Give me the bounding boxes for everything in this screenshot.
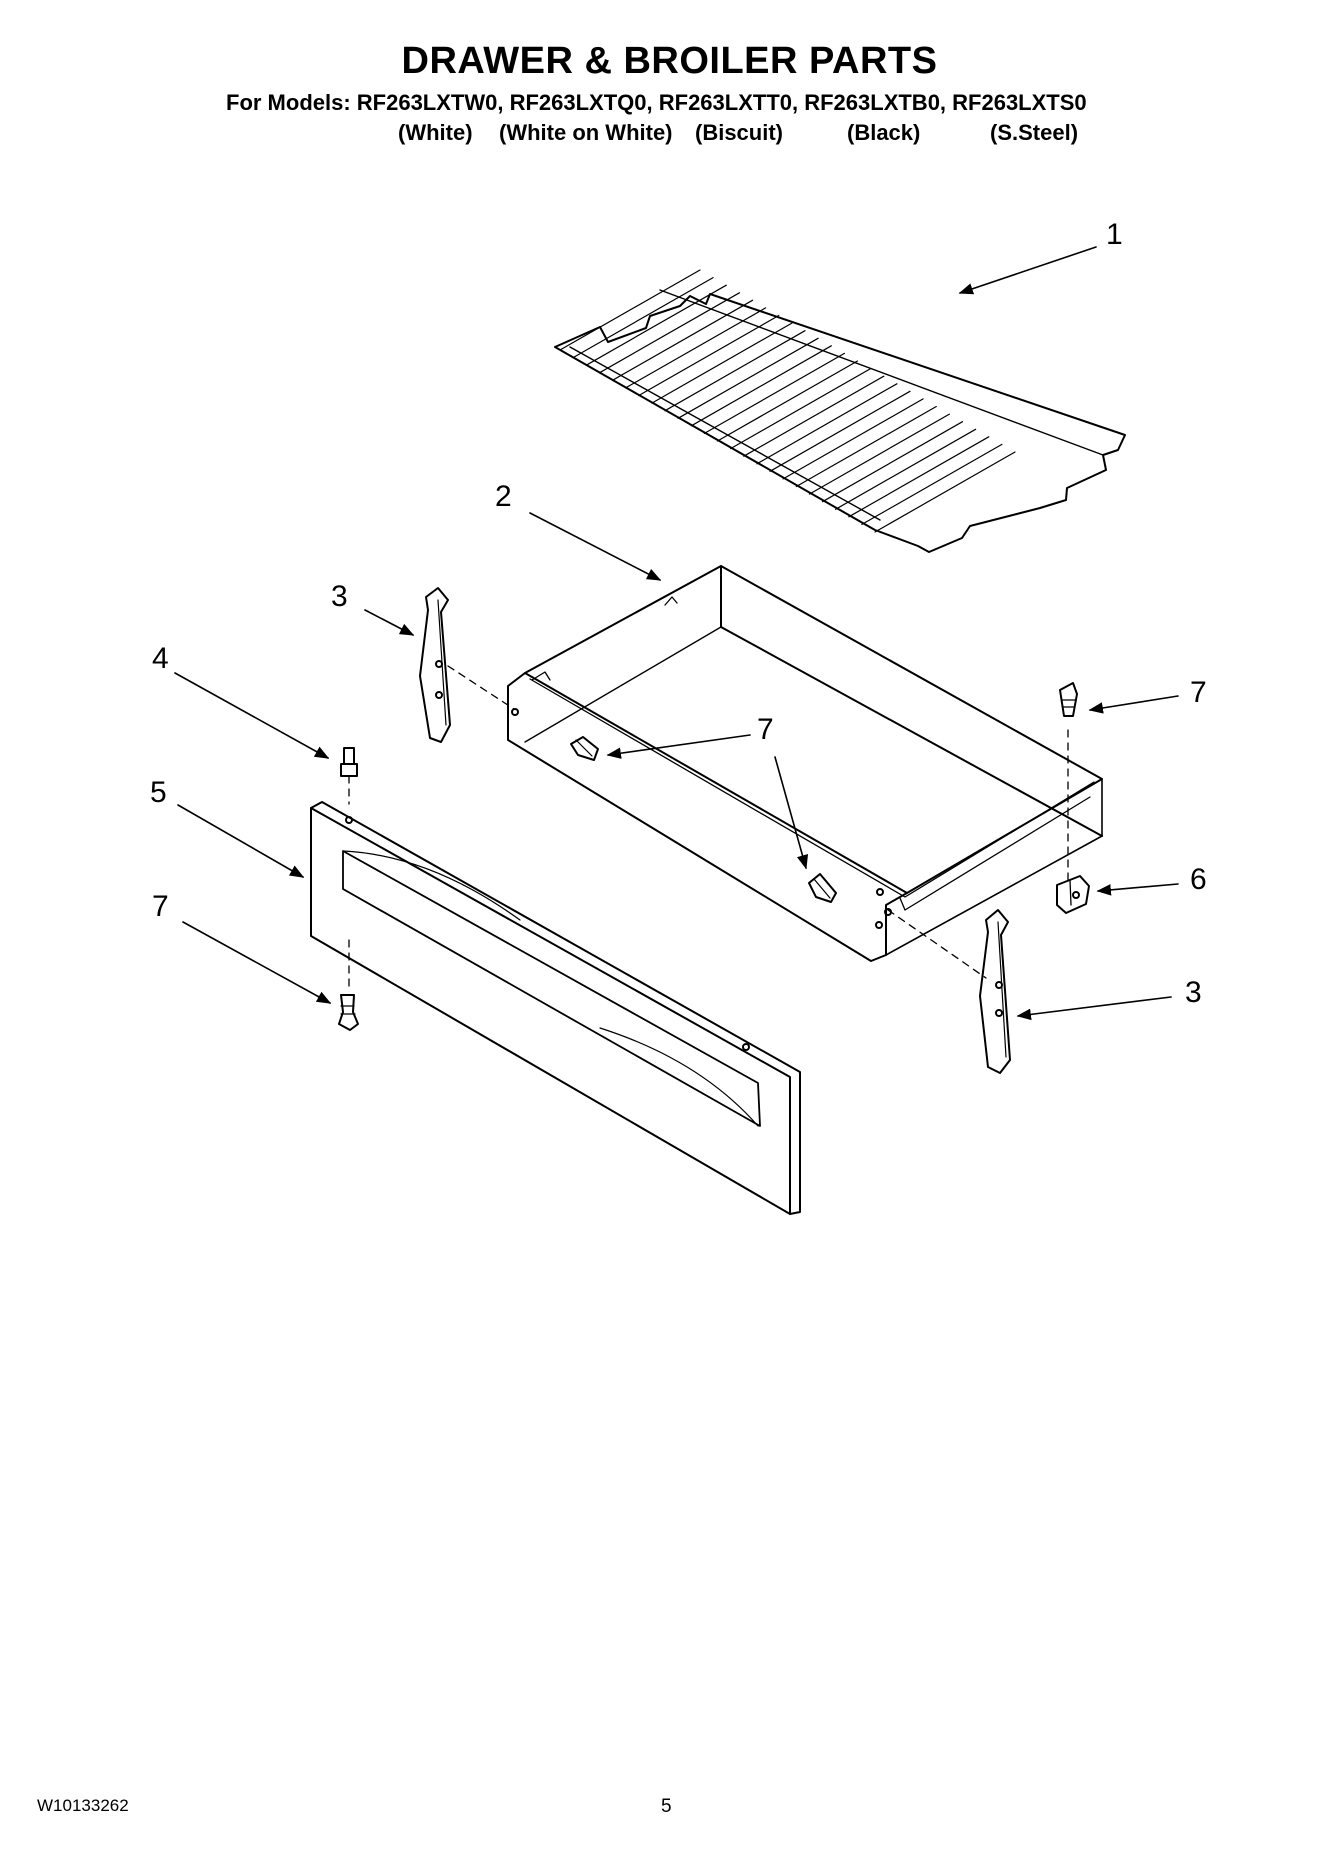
callout-1-broiler-rack: 1 xyxy=(1106,218,1123,251)
drawer-glide-left xyxy=(419,587,451,743)
rack-bar xyxy=(795,405,937,488)
color-white-on-white: (White on White) xyxy=(499,120,673,145)
document-number: W10133262 xyxy=(37,1796,129,1815)
rack-bar xyxy=(664,330,806,412)
color-black: (Black) xyxy=(847,120,921,145)
drawer-pan xyxy=(507,565,1103,962)
rack-bar xyxy=(677,337,819,419)
rack-bar xyxy=(769,390,911,472)
rack-bar xyxy=(703,352,846,434)
rack-bar xyxy=(638,314,780,397)
rack-bar xyxy=(624,307,767,389)
drawer-front-panel xyxy=(310,801,801,1215)
rack-bar xyxy=(743,375,885,457)
models-line: For Models: RF263LXTW0, RF263LXTQ0, RF26… xyxy=(226,90,1087,115)
page-title: DRAWER & BROILER PARTS xyxy=(401,40,938,82)
broiler-rack xyxy=(554,269,1126,553)
screw-drawer-left xyxy=(570,736,599,761)
screw-front-panel xyxy=(338,994,359,1031)
callout-5-front-panel: 5 xyxy=(150,776,167,809)
callout-4-stud: 4 xyxy=(152,642,169,675)
callout-3-left-glide: 3 xyxy=(331,580,348,613)
screw-drawer-right xyxy=(808,873,837,903)
drawer-glide-right xyxy=(979,909,1011,1074)
rack-bar xyxy=(611,299,754,381)
rack-bar xyxy=(559,269,701,351)
rack-bar xyxy=(848,436,990,518)
rack-bar xyxy=(821,421,964,503)
rack-bar xyxy=(834,428,977,510)
callout-6-clip: 6 xyxy=(1190,863,1207,896)
leader-arrows xyxy=(174,246,1179,1021)
drawer-stud xyxy=(340,747,358,777)
callout-2-drawer-pan: 2 xyxy=(495,480,512,513)
callout-3-right-glide: 3 xyxy=(1185,976,1202,1009)
assembly-lines xyxy=(348,665,1069,991)
color-white: (White) xyxy=(398,120,473,145)
color-biscuit: (Biscuit) xyxy=(695,120,783,145)
screw-upper-right xyxy=(1059,682,1078,717)
rack-bar xyxy=(808,413,951,495)
rack-bar xyxy=(756,383,898,465)
callout-7-drawer-screws: 7 xyxy=(757,713,774,746)
callout-7-upper-screw: 7 xyxy=(1190,676,1207,709)
drawer-clip xyxy=(1056,875,1090,914)
rack-bar xyxy=(690,345,832,427)
rack-bar xyxy=(651,322,793,404)
rack-bar xyxy=(861,443,1003,526)
callout-7-front-screw: 7 xyxy=(152,890,169,923)
rack-bar xyxy=(716,360,859,442)
page-number: 5 xyxy=(661,1796,672,1817)
rack-bar xyxy=(729,368,872,450)
rack-bar xyxy=(585,284,727,366)
rack-bar xyxy=(598,292,741,374)
rack-bar xyxy=(572,277,714,359)
rack-bar xyxy=(874,451,1016,533)
color-stainless-steel: (S.Steel) xyxy=(990,120,1079,145)
rack-bar xyxy=(782,398,924,480)
